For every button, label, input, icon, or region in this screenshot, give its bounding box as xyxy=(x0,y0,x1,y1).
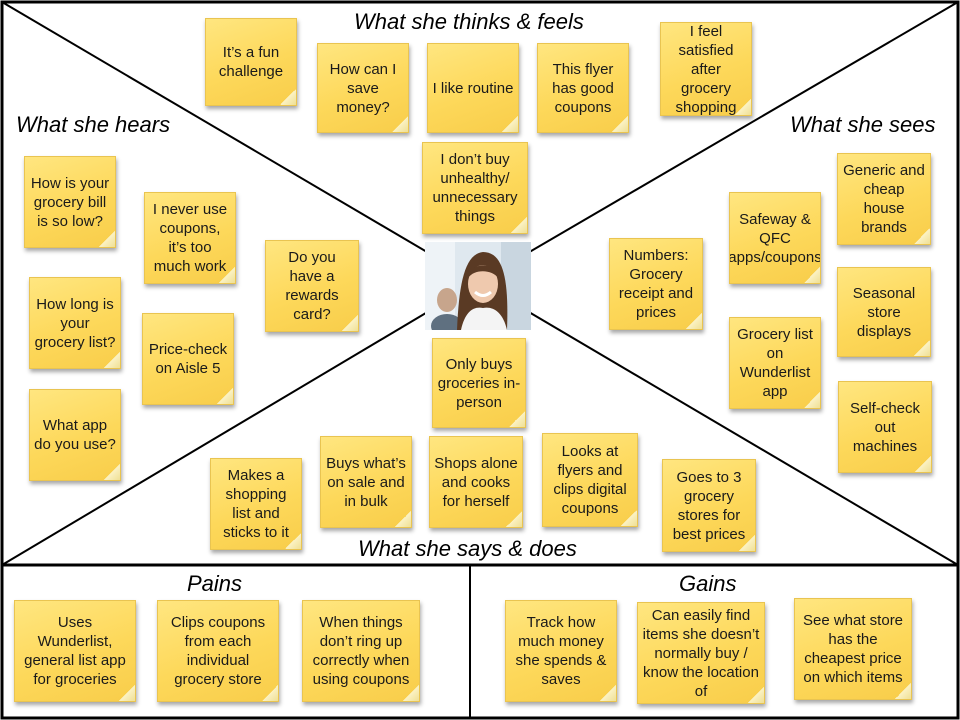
label-hears: What she hears xyxy=(16,112,171,137)
sticky-note: Makes a shopping list and sticks to it xyxy=(210,458,302,550)
label-thinks-feels: What she thinks & feels xyxy=(354,9,584,34)
sticky-note: Numbers: Grocery receipt and prices xyxy=(609,238,703,330)
sticky-note: I feel satisfied after grocery shopping xyxy=(660,22,752,116)
label-sees: What she sees xyxy=(790,112,936,137)
diagonal-top-right xyxy=(477,1,959,283)
label-says-does: What she says & does xyxy=(358,536,577,561)
sticky-note: When things don’t ring up correctly when… xyxy=(302,600,420,702)
sticky-note: I never use coupons, it’s too much work xyxy=(144,192,236,284)
sticky-note: Only buys groceries in-person xyxy=(432,338,526,428)
label-pains: Pains xyxy=(187,571,243,596)
sticky-note: I don’t buy unhealthy/ unnecessary thing… xyxy=(422,142,528,234)
sticky-note: Grocery list on Wunderlist app xyxy=(729,317,821,409)
sticky-note: I like routine xyxy=(427,43,519,133)
sticky-note: Seasonal store displays xyxy=(837,267,931,357)
sticky-note: Clips coupons from each individual groce… xyxy=(157,600,279,702)
sticky-note: How can I save money? xyxy=(317,43,409,133)
persona-photo-icon xyxy=(425,242,531,330)
sticky-note: It’s a fun challenge xyxy=(205,18,297,106)
sticky-note: How is your grocery bill is so low? xyxy=(24,156,116,248)
sticky-note: Price-check on Aisle 5 xyxy=(142,313,234,405)
sticky-note: How long is your grocery list? xyxy=(29,277,121,369)
sticky-note: Shops alone and cooks for herself xyxy=(429,436,523,528)
sticky-note: Generic and cheap house brands xyxy=(837,153,931,245)
diagonal-bottom-right xyxy=(477,281,959,566)
label-gains: Gains xyxy=(679,571,737,596)
sticky-note: This flyer has good coupons xyxy=(537,43,629,133)
sticky-note: Do you have a rewards card? xyxy=(265,240,359,332)
sticky-note: Goes to 3 grocery stores for best prices xyxy=(662,459,756,552)
diagonal-top-left xyxy=(1,1,479,283)
sticky-note: Self-check out machines xyxy=(838,381,932,473)
sticky-note: Track how much money she spends & saves xyxy=(505,600,617,702)
sticky-note: Buys what’s on sale and in bulk xyxy=(320,436,412,528)
sticky-note: Uses Wunderlist, general list app for gr… xyxy=(14,600,136,702)
persona-photo xyxy=(425,242,531,330)
sticky-note: Can easily find items she doesn’t normal… xyxy=(637,602,765,704)
diagonal-bottom-left xyxy=(1,281,479,566)
sticky-note: Looks at flyers and clips digital coupon… xyxy=(542,433,638,527)
sticky-note: What app do you use? xyxy=(29,389,121,481)
sticky-note: See what store has the cheapest price on… xyxy=(794,598,912,700)
sticky-note: Safeway & QFC apps/coupons xyxy=(729,192,821,284)
